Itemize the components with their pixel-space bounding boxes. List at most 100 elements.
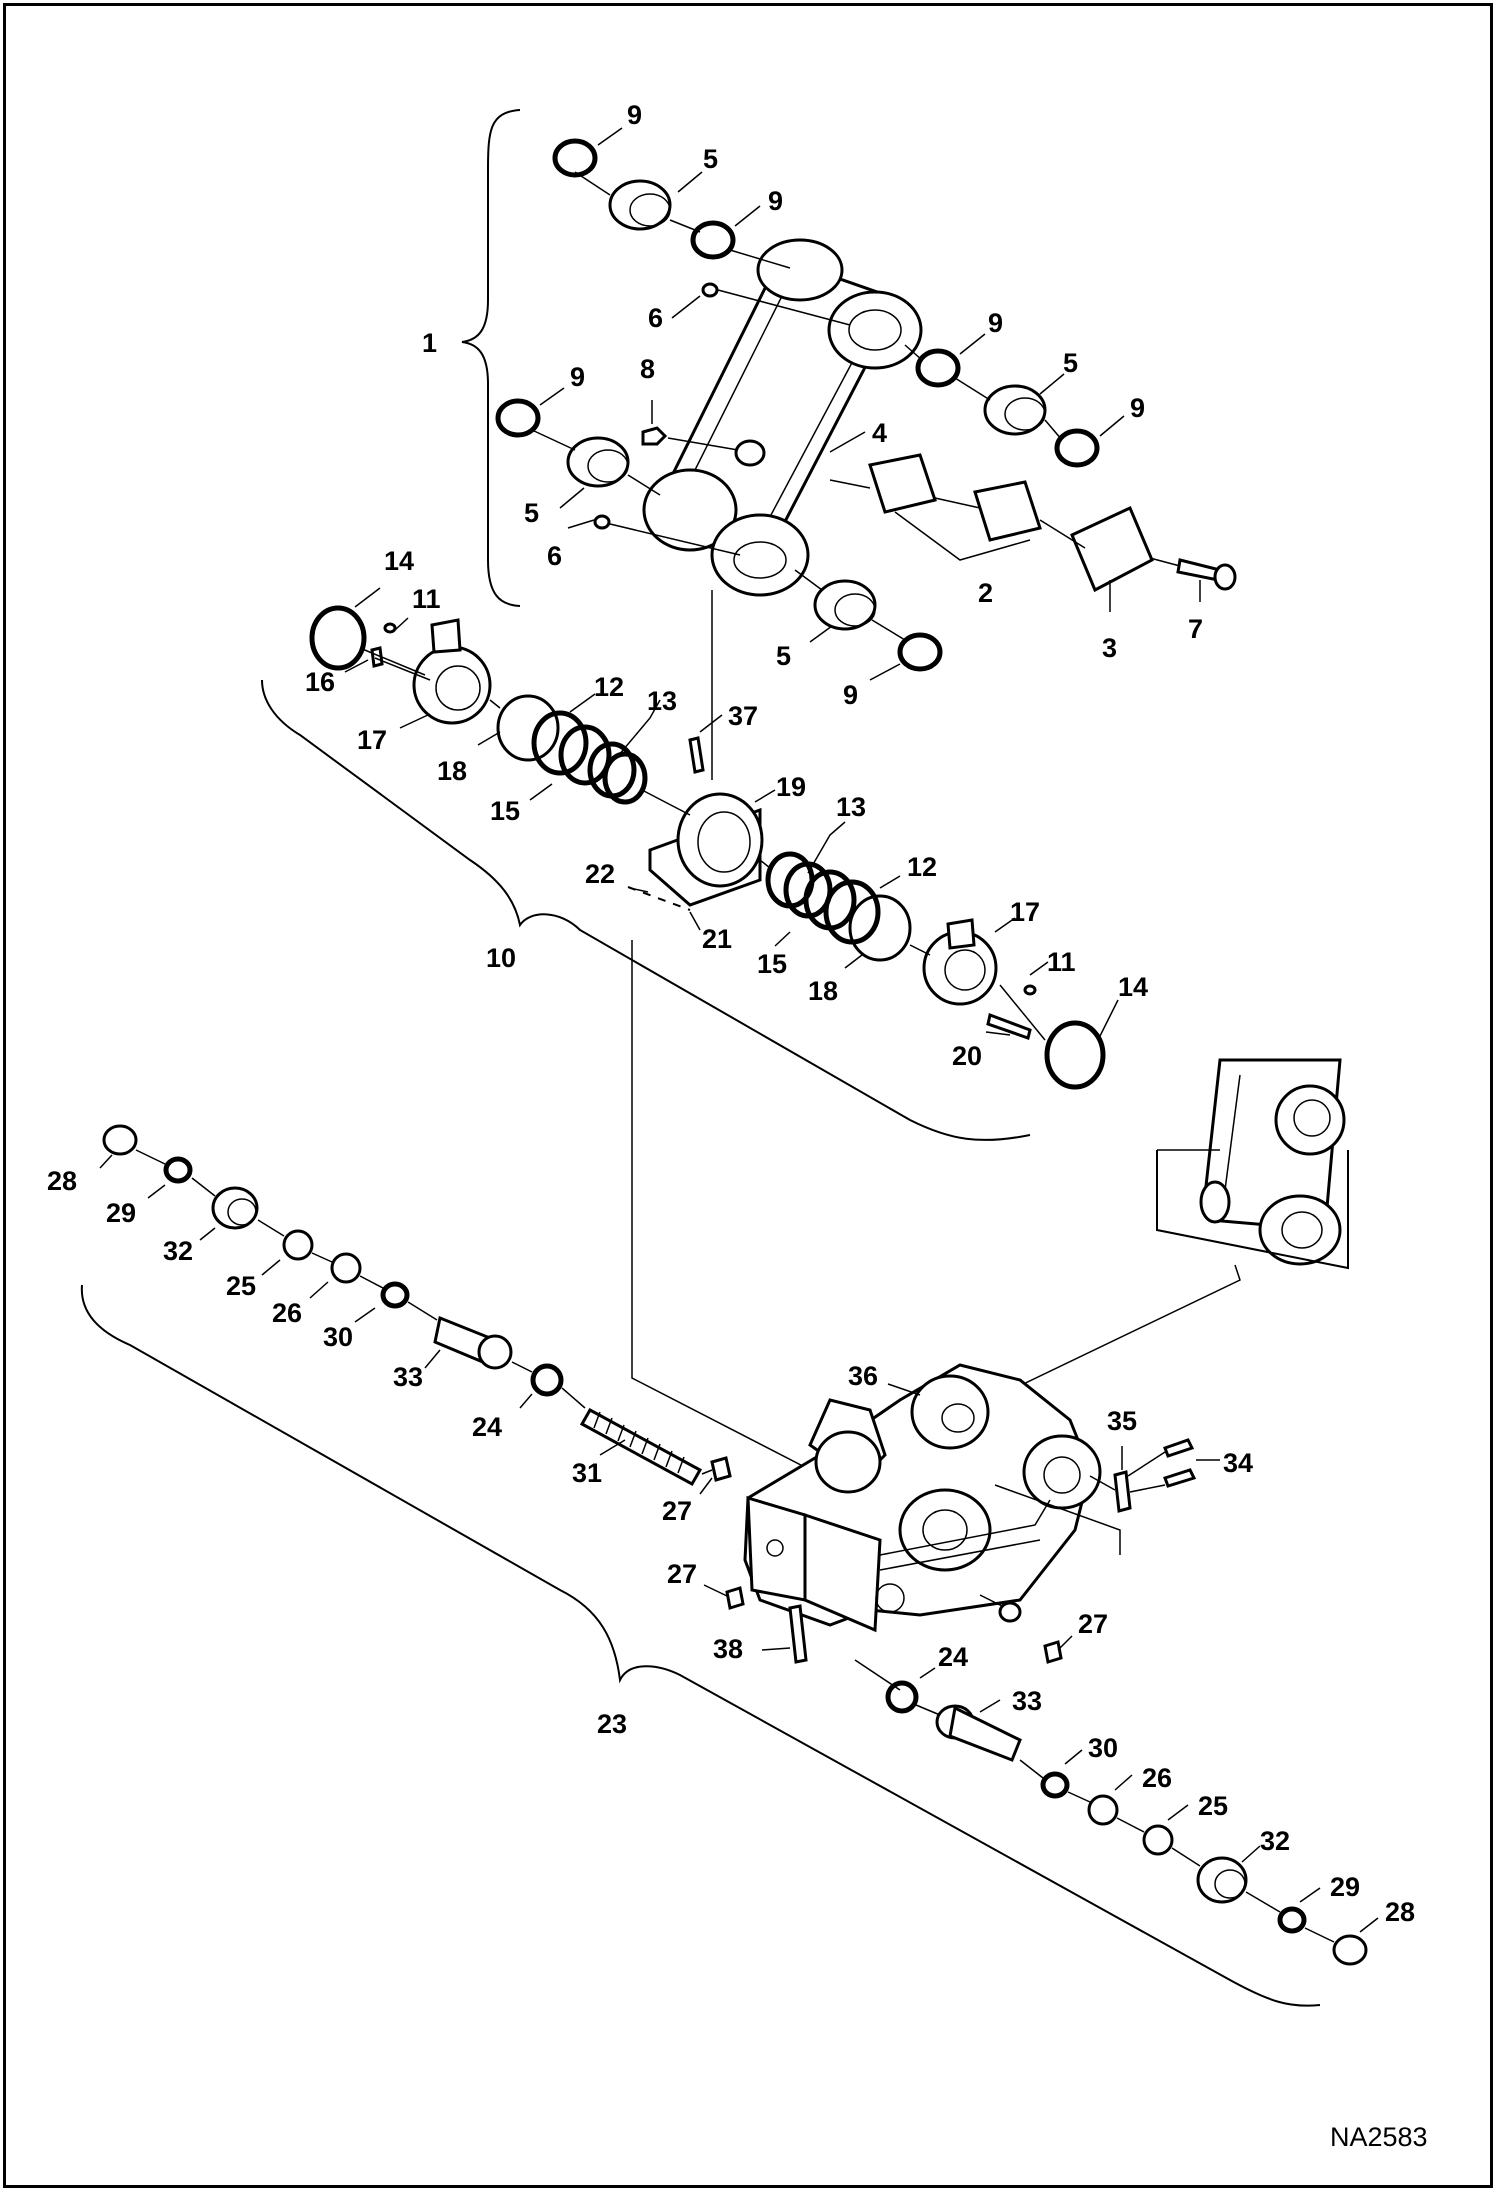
- o-ring: [495, 398, 541, 438]
- callout-label: 3: [1102, 633, 1117, 663]
- snap-ring: [102, 1124, 138, 1156]
- callout-label: 23: [597, 1709, 627, 1739]
- callout-label: 27: [662, 1496, 692, 1526]
- bushing: [983, 384, 1047, 436]
- callout-label: 27: [1078, 1609, 1108, 1639]
- callout-label: 34: [1223, 1448, 1253, 1478]
- callout-label: 17: [357, 725, 387, 755]
- drawing-code: NA2583: [1330, 2122, 1428, 2152]
- callout-label: 20: [952, 1041, 982, 1071]
- plate: [1070, 505, 1154, 593]
- excavator-arm: [989, 1058, 1349, 1401]
- bushing: [813, 579, 877, 631]
- backup-ring: [496, 694, 560, 762]
- callout-label: 26: [272, 1298, 302, 1328]
- callout-labels: 9 5 9 6 1 9 5 9 9 8 4 5 6 2 3 7 5 9 14 1…: [47, 100, 1415, 1927]
- group-23-axes: [135, 1149, 1335, 1943]
- pin: [370, 646, 384, 668]
- hook: [1163, 1438, 1195, 1458]
- callout-label: 11: [412, 584, 441, 614]
- center-housing: [648, 792, 764, 907]
- callout-label: 22: [585, 859, 615, 889]
- callout-label: 15: [490, 796, 520, 826]
- callout-label: 9: [627, 100, 642, 130]
- o-ring: [163, 1156, 193, 1184]
- callout-label: 24: [938, 1642, 968, 1672]
- seal: [531, 710, 589, 776]
- callout-label: 36: [848, 1361, 878, 1391]
- callout-leaders: [99, 127, 1379, 1933]
- pin-shaft: [935, 1704, 1022, 1762]
- bolt: [788, 1604, 808, 1664]
- callout-label: 32: [1260, 1826, 1290, 1856]
- seal-ring: [309, 605, 367, 671]
- o-ring: [1054, 428, 1100, 468]
- callout-label: 30: [323, 1322, 353, 1352]
- callout-label: 13: [647, 686, 677, 716]
- seal: [1087, 1794, 1119, 1826]
- o-ring: [885, 1680, 919, 1714]
- group-1-brace: [461, 109, 521, 607]
- hook: [1163, 1468, 1197, 1488]
- bushing: [608, 179, 672, 231]
- o-ring: [380, 1281, 410, 1309]
- callout-label: 19: [776, 772, 806, 802]
- callout-label: 18: [808, 976, 838, 1006]
- o-ring: [915, 348, 961, 388]
- o-ring: [690, 220, 736, 260]
- seal: [558, 724, 612, 786]
- shim: [973, 480, 1042, 542]
- callout-label: 21: [702, 924, 732, 954]
- nut: [641, 426, 668, 446]
- grease-fitting: [383, 622, 397, 634]
- callout-label: 13: [836, 792, 866, 822]
- grease-fitting: [593, 514, 611, 530]
- callout-label: 29: [106, 1198, 136, 1228]
- callout-label: 16: [305, 667, 335, 697]
- backup-ring: [848, 894, 912, 962]
- group-10-axes: [359, 647, 1046, 1041]
- o-ring: [1277, 1906, 1307, 1934]
- callout-label: 6: [547, 541, 562, 571]
- grease-fitting: [1023, 984, 1037, 996]
- o-ring: [552, 138, 598, 178]
- o-ring: [897, 632, 943, 672]
- bolt: [986, 1012, 1032, 1040]
- seal-ring: [1044, 1020, 1106, 1090]
- callout-label: 25: [1198, 1791, 1228, 1821]
- callout-label: 29: [1330, 1872, 1360, 1902]
- callout-label: 33: [1012, 1686, 1042, 1716]
- group-1-axes: [531, 171, 1181, 641]
- o-ring: [530, 1363, 564, 1397]
- callout-label: 28: [1385, 1897, 1415, 1927]
- coupler-body: [743, 1363, 1102, 1633]
- callout-label: 12: [594, 672, 624, 702]
- callout-label: 35: [1107, 1406, 1137, 1436]
- callout-label: 38: [713, 1634, 743, 1664]
- callout-label: 18: [437, 756, 467, 786]
- callout-label: 27: [667, 1559, 697, 1589]
- plug: [725, 1586, 745, 1610]
- seal: [282, 1229, 314, 1261]
- callout-label: 37: [728, 701, 758, 731]
- callout-label: 6: [648, 303, 663, 333]
- link-arm: [642, 238, 923, 597]
- bolt: [688, 736, 705, 774]
- callout-label: 26: [1142, 1763, 1172, 1793]
- o-ring: [1040, 1771, 1070, 1799]
- callout-label: 9: [843, 680, 858, 710]
- callout-label: 14: [384, 546, 414, 576]
- callout-label: 5: [776, 641, 791, 671]
- group-10-brace: [261, 679, 1031, 1141]
- bushing: [1196, 1856, 1248, 1904]
- callout-label: 12: [907, 852, 937, 882]
- callout-label: 5: [524, 498, 539, 528]
- callout-label: 28: [47, 1166, 77, 1196]
- callout-label: 9: [988, 308, 1003, 338]
- seal: [1142, 1824, 1174, 1856]
- callout-label: 8: [640, 354, 655, 384]
- callout-label: 31: [572, 1458, 602, 1488]
- callout-label: 15: [757, 949, 787, 979]
- callout-label: 25: [226, 1271, 256, 1301]
